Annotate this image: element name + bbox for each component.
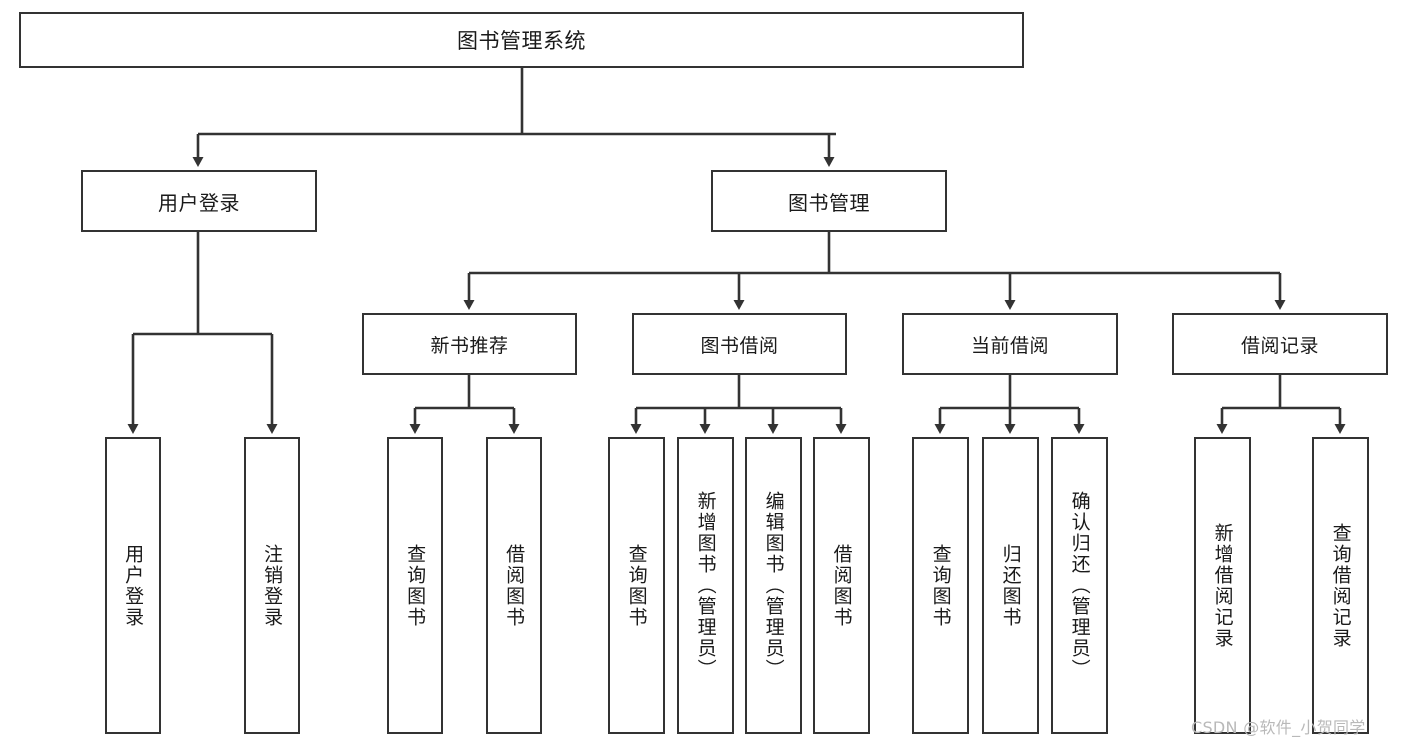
node-label: 用户登录 [122, 543, 145, 628]
csdn-watermark: CSDN @软件_小贺同学 [1191, 718, 1366, 737]
node-label: 确认归还（管理员） [1068, 491, 1091, 680]
leaf-user-login-login[interactable]: 用户登录 [105, 437, 161, 734]
node-label: 查询图书 [404, 543, 427, 628]
node-label: 借阅记录 [1240, 334, 1319, 357]
node-label: 注销登录 [261, 543, 284, 628]
leaf-current-borrow-return-book[interactable]: 归还图书 [982, 437, 1039, 734]
leaf-current-borrow-confirm-return[interactable]: 确认归还（管理员） [1051, 437, 1108, 734]
node-user-login[interactable]: 用户登录 [81, 170, 317, 232]
node-label: 用户登录 [158, 190, 240, 215]
node-label: 归还图书 [999, 543, 1022, 628]
leaf-book-borrow-add-book[interactable]: 新增图书（管理员） [677, 437, 734, 734]
leaf-book-borrow-borrow-book[interactable]: 借阅图书 [813, 437, 870, 734]
node-label: 查询图书 [625, 543, 648, 628]
node-label: 新增借阅记录 [1211, 522, 1234, 649]
node-borrow-record[interactable]: 借阅记录 [1172, 313, 1388, 375]
node-label: 图书管理系统 [457, 29, 586, 53]
leaf-user-login-logout[interactable]: 注销登录 [244, 437, 300, 734]
node-label: 当前借阅 [970, 334, 1049, 357]
node-label: 编辑图书（管理员） [762, 491, 785, 680]
leaf-new-book-query-book[interactable]: 查询图书 [387, 437, 443, 734]
leaf-current-borrow-query-book[interactable]: 查询图书 [912, 437, 969, 734]
node-label: 新增图书（管理员） [694, 491, 717, 680]
leaf-borrow-record-add-record[interactable]: 新增借阅记录 [1194, 437, 1251, 734]
node-label: 新书推荐 [430, 334, 509, 357]
node-root-book-management-system[interactable]: 图书管理系统 [19, 12, 1024, 68]
node-label: 图书管理 [788, 190, 870, 215]
node-label: 查询图书 [929, 543, 952, 628]
node-book-management[interactable]: 图书管理 [711, 170, 947, 232]
node-current-borrow[interactable]: 当前借阅 [902, 313, 1118, 375]
node-new-book-recommend[interactable]: 新书推荐 [362, 313, 577, 375]
node-label: 借阅图书 [830, 543, 853, 628]
node-label: 图书借阅 [700, 334, 779, 357]
leaf-book-borrow-edit-book[interactable]: 编辑图书（管理员） [745, 437, 802, 734]
leaf-borrow-record-query-record[interactable]: 查询借阅记录 [1312, 437, 1369, 734]
leaf-new-book-borrow-book[interactable]: 借阅图书 [486, 437, 542, 734]
node-label: 查询借阅记录 [1329, 522, 1352, 649]
node-label: 借阅图书 [503, 543, 526, 628]
node-book-borrow[interactable]: 图书借阅 [632, 313, 847, 375]
leaf-book-borrow-query-book[interactable]: 查询图书 [608, 437, 665, 734]
